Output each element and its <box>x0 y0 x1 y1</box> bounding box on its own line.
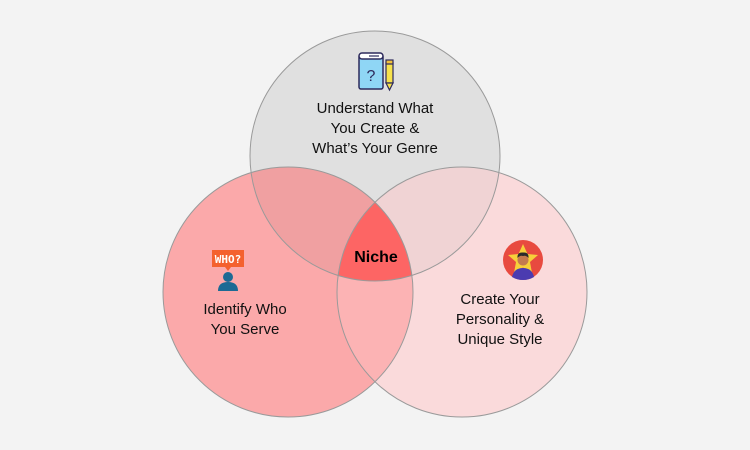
overlap-top-right <box>337 167 500 281</box>
label-understand-genre: Understand What You Create & What’s Your… <box>312 100 438 157</box>
star-person-icon <box>503 240 543 280</box>
svg-text:WHO?: WHO? <box>215 253 242 266</box>
label-create-personality: Create Your Personality & Unique Style <box>455 291 545 348</box>
label-identify-who: Identify Who You Serve <box>203 301 287 338</box>
who-person-icon: WHO? <box>212 250 244 291</box>
overlap-top-left <box>250 167 413 281</box>
niche-label: Niche <box>354 249 398 266</box>
svg-text:?: ? <box>367 68 376 85</box>
book-pencil-icon: ? <box>358 52 394 92</box>
